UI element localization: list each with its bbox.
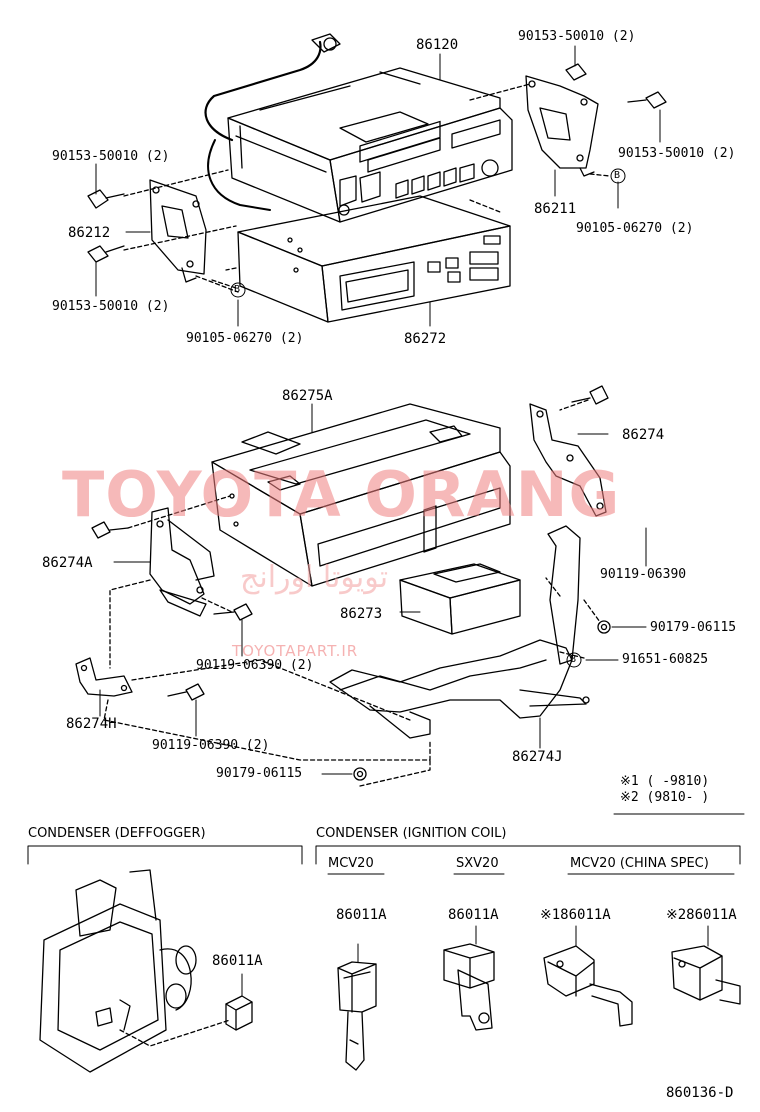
module-86273 bbox=[399, 563, 521, 635]
label-86211: 86211 bbox=[534, 201, 577, 217]
condenser-china-2 bbox=[671, 925, 741, 1005]
watermark-url: TOYOTAPART.IR bbox=[232, 642, 359, 660]
screw-86274 bbox=[571, 385, 609, 405]
diagram-id: 860136-D bbox=[666, 1085, 734, 1101]
bracket-86274 bbox=[529, 403, 607, 517]
note-1: ※1 ( -9810) bbox=[620, 774, 710, 789]
note-2: ※2 (9810- ) bbox=[620, 790, 710, 805]
label-86011A-china1: ※186011A bbox=[540, 907, 611, 923]
b-markers bbox=[230, 168, 626, 668]
label-90105-r: 90105-06270 (2) bbox=[576, 221, 694, 236]
nut-90179-b bbox=[353, 767, 367, 781]
bolt-90119-l bbox=[167, 683, 205, 701]
b-marker-2: B bbox=[234, 284, 241, 295]
label-90153-r: 90153-50010 (2) bbox=[618, 146, 736, 161]
bolt-left-lower bbox=[87, 245, 125, 263]
label-86212: 86212 bbox=[68, 225, 111, 241]
deff-dash bbox=[119, 1019, 231, 1047]
b-marker-1: B bbox=[614, 170, 621, 181]
bolt-right-upper bbox=[565, 63, 587, 81]
label-90153-tr: 90153-50010 (2) bbox=[518, 29, 636, 44]
label-90105-l: 90105-06270 (2) bbox=[186, 331, 304, 346]
defogger-assembly bbox=[39, 869, 197, 1073]
leader-dashes-top bbox=[123, 83, 611, 293]
label-86011A-china2: ※286011A bbox=[666, 907, 737, 923]
subheader-mcv20: MCV20 bbox=[328, 856, 374, 871]
label-86120: 86120 bbox=[416, 37, 459, 53]
b-marker-3: B bbox=[570, 654, 577, 665]
changer-86275A bbox=[211, 403, 511, 587]
capacitor-deff bbox=[225, 995, 253, 1031]
bracket-86274A bbox=[149, 507, 215, 617]
label-86274A: 86274A bbox=[42, 555, 93, 571]
label-86274H: 86274H bbox=[66, 716, 117, 732]
label-86274: 86274 bbox=[622, 427, 665, 443]
label-90119-r: 90119-06390 bbox=[600, 567, 687, 582]
label-86011A-deff: 86011A bbox=[212, 953, 263, 969]
header-condenser-deffogger: CONDENSER (DEFFOGGER) bbox=[28, 826, 206, 841]
label-86272: 86272 bbox=[404, 331, 447, 347]
bolt-right-mid bbox=[627, 91, 667, 109]
leader-dashes-mid bbox=[103, 399, 601, 787]
bracket-86274H bbox=[75, 657, 133, 697]
label-86275A: 86275A bbox=[282, 388, 333, 404]
condenser-brackets bbox=[27, 845, 741, 875]
leader-lines-top bbox=[95, 45, 661, 327]
header-condenser-ignition: CONDENSER (IGNITION COIL) bbox=[316, 826, 507, 841]
screw-86274A bbox=[91, 521, 129, 539]
subheader-mcv20-china: MCV20 (CHINA SPEC) bbox=[570, 856, 709, 871]
condenser-sxv20 bbox=[443, 925, 495, 1031]
label-90179-r: 90179-06115 bbox=[650, 620, 737, 635]
label-86273: 86273 bbox=[340, 606, 383, 622]
bracket-86211 bbox=[525, 75, 599, 177]
condenser-mcv20 bbox=[337, 943, 377, 1071]
bracket-86274J bbox=[329, 525, 590, 739]
label-90119-l: 90119-06390 (2) bbox=[152, 738, 270, 753]
label-91651: 91651-60825 bbox=[622, 652, 709, 667]
condenser-china-1 bbox=[543, 925, 633, 1027]
watermark-arabic: تويوتا اورانج bbox=[240, 560, 389, 595]
bolt-left-upper bbox=[87, 189, 125, 209]
label-90153-l: 90153-50010 (2) bbox=[52, 299, 170, 314]
bolt-90119-mid bbox=[213, 603, 253, 621]
subheader-sxv20: SXV20 bbox=[456, 856, 499, 871]
radio-86120 bbox=[204, 33, 513, 223]
label-90179-b: 90179-06115 bbox=[216, 766, 303, 781]
label-90119-m: 90119-06390 (2) bbox=[196, 658, 314, 673]
label-86011A-sxv20: 86011A bbox=[448, 907, 499, 923]
label-86011A-mcv20: 86011A bbox=[336, 907, 387, 923]
bracket-86212 bbox=[149, 179, 207, 283]
label-86274J: 86274J bbox=[512, 749, 563, 765]
leader-lines-mid bbox=[99, 403, 647, 775]
unit-86272 bbox=[237, 195, 511, 323]
label-90153-tl: 90153-50010 (2) bbox=[52, 149, 170, 164]
nut-90179-r bbox=[597, 620, 611, 634]
watermark-main: TOYOTA ORANG bbox=[62, 458, 621, 531]
